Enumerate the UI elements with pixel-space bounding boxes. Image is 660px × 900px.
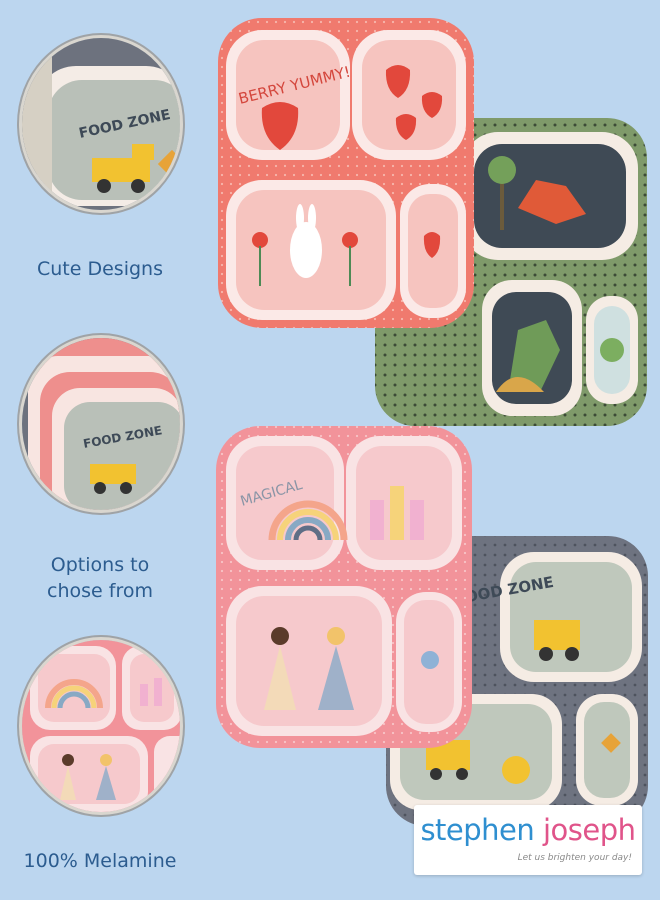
feature-column: FOOD ZONE Cute Designs FOOD ZONE bbox=[0, 0, 200, 900]
food-zone-closeup-image: FOOD ZONE bbox=[22, 38, 180, 210]
caption-options: Options to chose from bbox=[47, 554, 153, 602]
brand-logo: stephen joseph Let us brighten your day! bbox=[414, 805, 642, 875]
brand-wordmark: stephen joseph bbox=[414, 813, 642, 847]
product-stage: BERRY YUMMY! FOOD ZONE bbox=[200, 0, 660, 900]
magical-closeup-bubble bbox=[22, 640, 180, 812]
stacked-plates-image: FOOD ZONE bbox=[22, 338, 180, 510]
stacked-plates-bubble: FOOD ZONE bbox=[22, 338, 180, 510]
brand-word-joseph: joseph bbox=[543, 813, 636, 847]
plates-illustration: BERRY YUMMY! FOOD ZONE bbox=[216, 18, 648, 826]
dino-plate bbox=[375, 118, 647, 426]
food-zone-closeup-bubble: FOOD ZONE bbox=[22, 38, 180, 210]
brand-tagline: Let us brighten your day! bbox=[517, 853, 632, 863]
caption-melamine: 100% Melamine bbox=[23, 850, 177, 872]
brand-word-stephen: stephen bbox=[420, 813, 535, 847]
caption-cute-designs: Cute Designs bbox=[37, 258, 163, 280]
magical-closeup-image bbox=[22, 640, 180, 812]
magical-plate: MAGICAL bbox=[216, 426, 472, 748]
berry-plate: BERRY YUMMY! bbox=[218, 18, 474, 328]
